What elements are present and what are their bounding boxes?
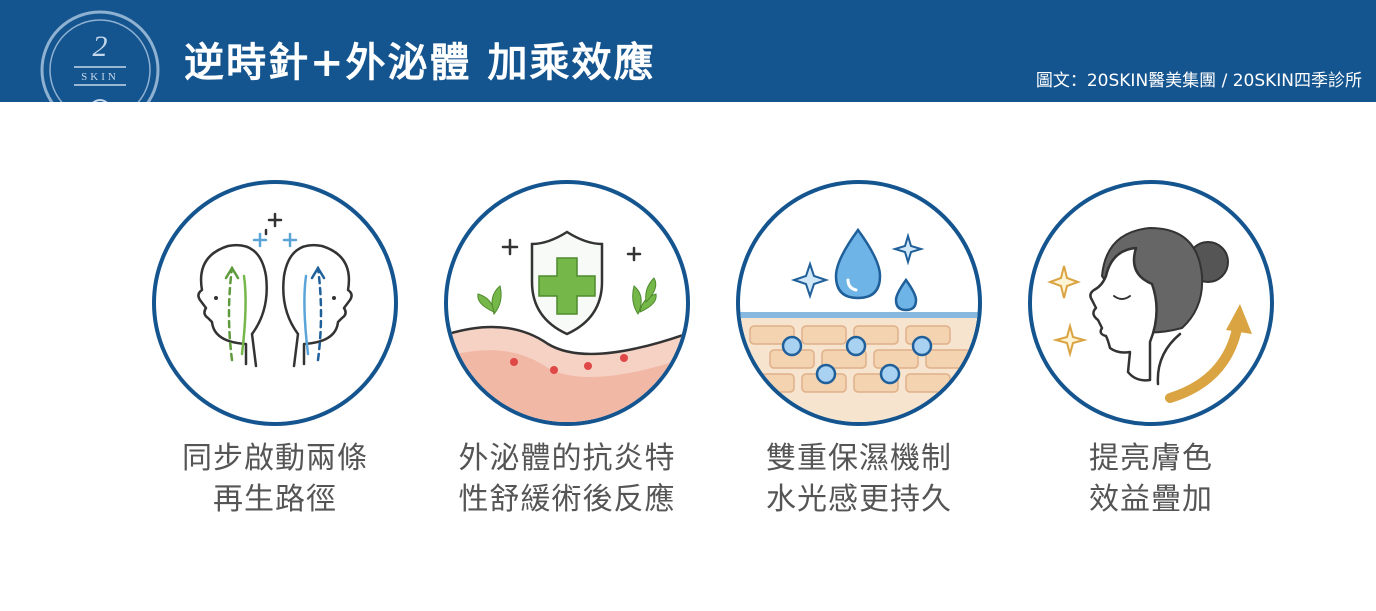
svg-text:2: 2 [93,30,108,63]
caption-line: 外泌體的抗炎特 [458,441,676,476]
caption-line: 再生路徑 [213,482,337,517]
caption-line: 水光感更持久 [766,482,952,517]
benefit-caption-4: 提亮膚色 效益疊加 [1008,438,1294,520]
benefit-circle-4 [1028,180,1274,426]
caption-line: 性舒緩術後反應 [458,482,676,517]
radiant-face-icon [1047,226,1252,403]
benefit-caption-1: 同步啟動兩條 再生路徑 [132,438,418,520]
caption-line: 同步啟動兩條 [182,441,368,476]
benefit-circle-1 [152,180,398,426]
brand-logo: 2 SKIN [40,10,160,102]
caption-line: 效益疊加 [1089,482,1213,517]
benefit-circle-3 [736,180,982,426]
caption-line: 雙重保濕機制 [766,441,952,476]
svg-text:SKIN: SKIN [81,71,119,83]
page-title: 逆時針+外泌體 加乘效應 [184,40,656,86]
header-banner: 2 SKIN 逆時針+外泌體 加乘效應 圖文：20SKIN醫美集團 / 20SK… [0,0,1376,102]
shield-cross-icon [448,230,686,422]
image-credit: 圖文：20SKIN醫美集團 / 20SKIN四季診所 [1035,71,1362,91]
caption-line: 提亮膚色 [1089,441,1213,476]
benefit-caption-3: 雙重保濕機制 水光感更持久 [716,438,1002,520]
head-profiles-icon [197,212,353,368]
benefit-caption-2: 外泌體的抗炎特 性舒緩術後反應 [424,438,710,520]
water-drop-skin-icon [740,227,978,422]
benefit-circle-2 [444,180,690,426]
